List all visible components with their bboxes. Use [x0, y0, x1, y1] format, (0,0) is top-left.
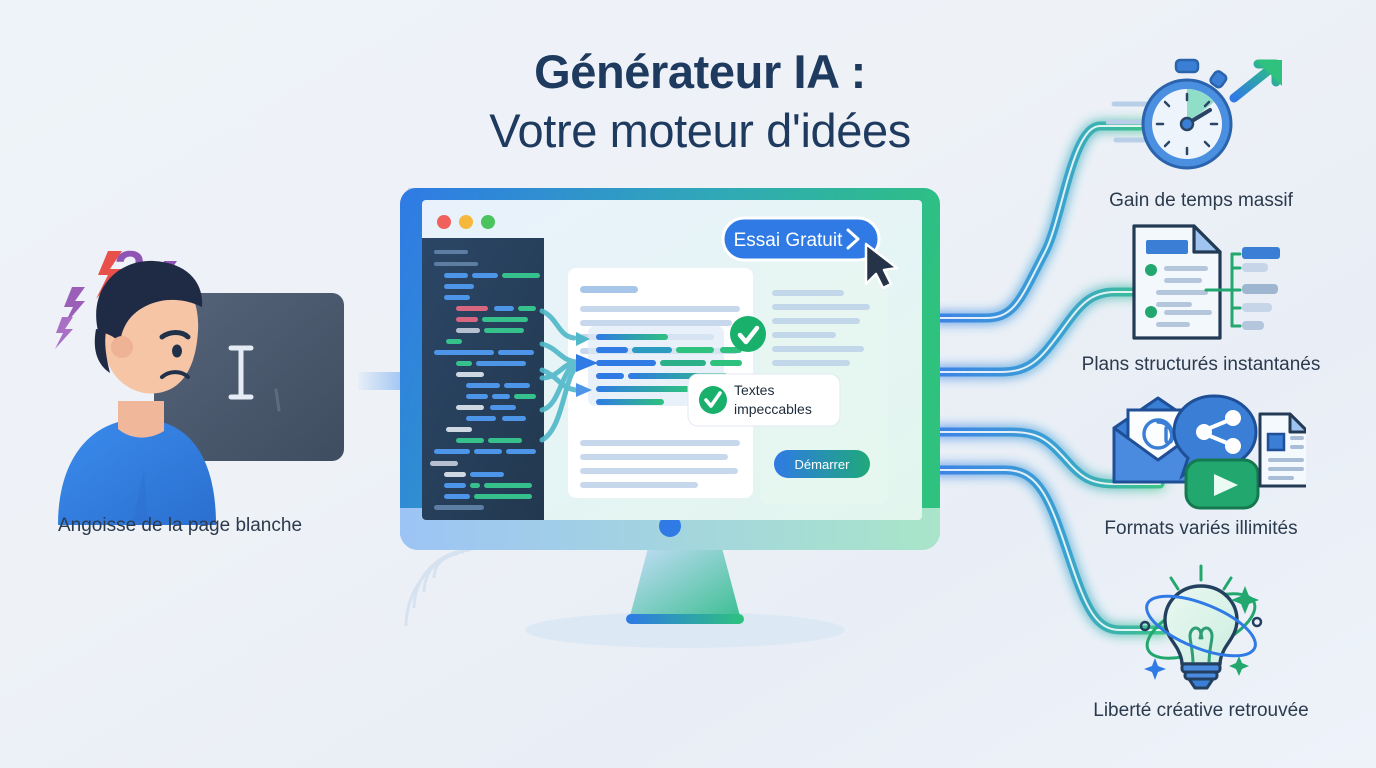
text-cursor-icon: [228, 345, 254, 400]
flow-arrows: [539, 308, 581, 443]
check-badge: [730, 316, 766, 352]
person-torso: [58, 419, 216, 525]
benefit-caption-3: Formats variés illimités: [1104, 518, 1298, 539]
code-panel: [422, 238, 544, 520]
benefit-liberte-creative: Liberté créative retrouvée: [1036, 560, 1366, 722]
benefit-caption-1: Gain de temps massif: [1109, 190, 1293, 211]
share-icon: [1172, 394, 1258, 480]
speed-lines: [1106, 101, 1153, 143]
sparkles: [1144, 586, 1259, 680]
title-line-2: Votre moteur d'idées: [489, 103, 911, 157]
monitor-stand: [630, 548, 740, 616]
filament: [1188, 626, 1214, 666]
video-icon: [1184, 458, 1260, 510]
structured-document-outline-icon: [1132, 224, 1280, 340]
cta-demarrer-label: Démarrer: [795, 457, 851, 472]
monitor-base: [626, 614, 744, 624]
lightbulb-idea-orbit-icon: [1139, 564, 1263, 690]
monitor-illustration: Textes impeccables Démarrer Essai Gratui…: [400, 178, 970, 658]
pain-illustration: ? ?: [36, 225, 376, 545]
benefit-caption-2: Plans structurés instantanés: [1081, 354, 1321, 375]
orbit-blue: [1145, 594, 1257, 658]
branch-connector: [1204, 252, 1242, 328]
code-lines: [430, 250, 540, 510]
tooltip-textes-impeccables: Textes impeccables: [687, 356, 841, 427]
benefit-caption-4: Liberté créative retrouvée: [1093, 700, 1309, 721]
benefit-plans-structures: Plans structurés instantanés: [1036, 218, 1366, 376]
window-dot-minimize[interactable]: [459, 215, 473, 229]
cta-essai-gratuit[interactable]: Essai Gratuit: [721, 216, 881, 262]
page-title: Générateur IA : Votre moteur d'idées: [380, 45, 1020, 157]
title-line-1: Générateur IA :: [534, 45, 866, 98]
screen-content: Textes impeccables Démarrer: [422, 200, 922, 520]
spark-rays: [1169, 564, 1233, 591]
tooltip-line-1: Textes: [734, 382, 774, 398]
person-hair: [96, 260, 203, 343]
bulb-base: [1180, 662, 1222, 690]
stopwatch-growth-arrow-icon: [1106, 58, 1282, 170]
monitor-shadow: [525, 612, 845, 648]
document-icon: [1258, 412, 1306, 488]
blank-screen: [154, 293, 344, 461]
window-dot-maximize[interactable]: [481, 215, 495, 229]
benefit-formats-varies: Formats variés illimités: [1036, 390, 1366, 540]
window-dot-close[interactable]: [437, 215, 451, 229]
doc-text-lines-right: [772, 290, 870, 366]
pain-caption: Angoisse de la page blanche: [57, 515, 303, 536]
arc-decoration: [404, 546, 485, 627]
multi-format-email-share-video-doc-icon: [1112, 394, 1306, 510]
benefit-gain-de-temps: Gain de temps massif: [1036, 52, 1366, 212]
cta-demarrer[interactable]: Démarrer: [774, 450, 870, 478]
mouse-pointer-icon: [864, 242, 899, 290]
tooltip-line-2: impeccables: [734, 401, 812, 417]
chevron-right-icon: [846, 228, 860, 250]
cta-essai-gratuit-label: Essai Gratuit: [734, 230, 843, 251]
monitor-power-button[interactable]: [659, 515, 681, 537]
frustrated-person-blank-screen-icon: ? ?: [55, 241, 344, 525]
